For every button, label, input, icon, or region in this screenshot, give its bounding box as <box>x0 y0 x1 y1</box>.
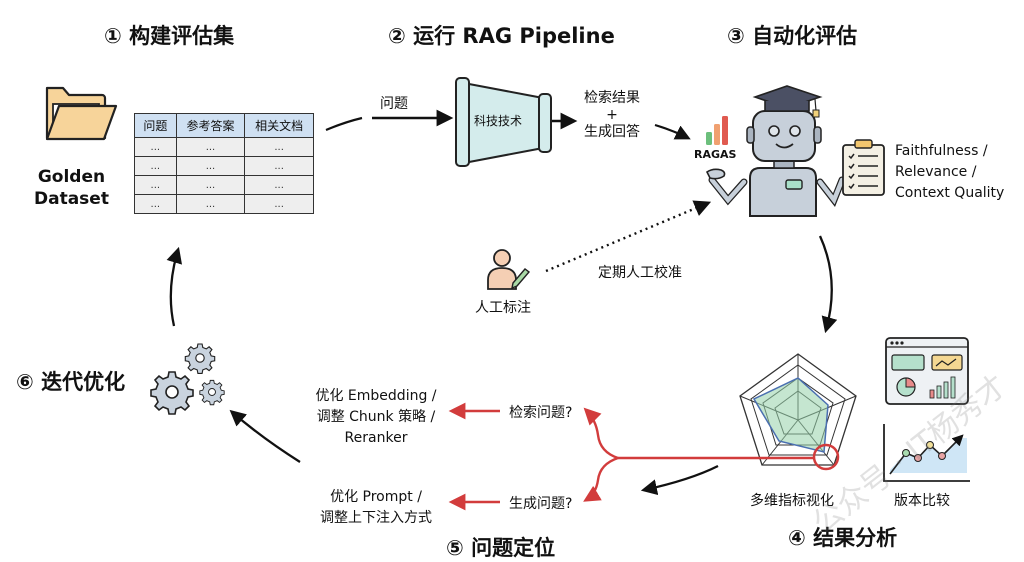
dashboard-icon <box>885 337 969 405</box>
gears-icon <box>150 343 225 415</box>
version-compare-label: 版本比较 <box>894 493 950 509</box>
metrics-list: Faithfulness / Relevance / Context Quali… <box>895 141 1004 204</box>
arrow-output-to-evaluation <box>654 123 691 140</box>
retrieval-fix-label: 优化 Embedding / 调整 Chunk 策略 / Reranker <box>296 386 456 449</box>
golden-dataset-line1: Golden <box>37 167 106 187</box>
folder-icon <box>45 86 118 141</box>
robot-evaluator-icon <box>705 85 846 217</box>
table-cell: ... <box>175 137 246 157</box>
human-annotation-label: 人工标注 <box>475 300 531 316</box>
arrow-diagnosis-to-iterate <box>229 409 301 463</box>
table-row: ... ... ... <box>134 175 314 195</box>
step5-title: ⑤ 问题定位 <box>446 536 556 560</box>
table-cell: ... <box>134 194 177 214</box>
table-cell: ... <box>244 156 314 176</box>
retrieval-fix-line1: 优化 Embedding / <box>315 388 437 404</box>
dotted-calibration-arrow <box>545 200 712 273</box>
ragas-label: RAGAS <box>694 148 737 161</box>
human-annotator-icon <box>487 249 531 290</box>
dataset-table: 问题 参考答案 相关文档 ... ... ... ... ... ... ...… <box>134 113 314 214</box>
red-branch-retrieval <box>583 407 619 460</box>
table-cell: ... <box>244 137 314 157</box>
table-cell: ... <box>134 137 177 157</box>
version-trend-chart-icon <box>883 424 970 482</box>
output-line2: 生成回答 <box>584 124 640 140</box>
generation-fix-line1: 优化 Prompt / <box>330 489 422 505</box>
metric-context-quality: Context Quality <box>895 185 1005 201</box>
table-cell: ... <box>175 156 246 176</box>
table-row: ... ... ... <box>134 137 314 157</box>
radar-label: 多维指标视化 <box>750 493 834 509</box>
calibration-label: 定期人工校准 <box>598 265 682 281</box>
column-header: 相关文档 <box>244 113 314 138</box>
funnel-label: 科技技术 <box>474 114 523 128</box>
table-row: ... ... ... <box>134 194 314 214</box>
pipeline-input-label: 问题 <box>380 96 408 112</box>
red-branch-generation <box>583 456 619 502</box>
metric-relevance: Relevance / <box>895 164 977 180</box>
table-cell: ... <box>244 194 314 214</box>
dataset-table-header: 问题 参考答案 相关文档 <box>134 113 314 138</box>
generation-issue-label: 生成问题? <box>509 496 573 512</box>
arrow-analysis-to-diagnosis <box>640 464 719 496</box>
generation-fix-line2: 调整上下注入方式 <box>320 510 432 526</box>
table-cell: ... <box>175 175 246 195</box>
step2-title: ② 运行 RAG Pipeline <box>388 24 615 48</box>
radar-chart-icon <box>739 353 857 466</box>
arrow-dataset-to-pipeline-tail <box>325 116 363 132</box>
column-header: 问题 <box>134 113 177 138</box>
step3-title: ③ 自动化评估 <box>727 24 858 48</box>
golden-dataset-label: Golden Dataset <box>34 166 109 210</box>
golden-dataset-line2: Dataset <box>34 189 109 209</box>
generation-fix-label: 优化 Prompt / 调整上下注入方式 <box>300 487 452 529</box>
output-line1: 检索结果 <box>584 90 640 106</box>
pipeline-output-label: 检索结果 + 生成回答 <box>576 90 648 141</box>
metric-faithfulness: Faithfulness / <box>895 143 988 159</box>
retrieval-fix-line2: 调整 Chunk 策略 / <box>316 409 436 425</box>
table-row: ... ... ... <box>134 156 314 176</box>
table-cell: ... <box>175 194 246 214</box>
table-cell: ... <box>134 175 177 195</box>
arrow-iterate-to-dataset <box>166 246 183 327</box>
pipeline-funnel-icon <box>455 77 552 167</box>
retrieval-fix-line3: Reranker <box>344 430 408 446</box>
clipboard-checklist-icon <box>842 139 885 196</box>
retrieval-issue-label: 检索问题? <box>509 405 573 421</box>
step6-title: ⑥ 迭代优化 <box>16 370 126 394</box>
table-cell: ... <box>134 156 177 176</box>
output-plus: + <box>606 107 618 123</box>
arrow-evaluation-to-analysis <box>818 235 838 334</box>
ragas-logo-icon <box>706 116 728 145</box>
step4-title: ④ 结果分析 <box>788 526 898 550</box>
step1-title: ① 构建评估集 <box>104 24 235 48</box>
column-header: 参考答案 <box>175 113 246 138</box>
table-cell: ... <box>244 175 314 195</box>
